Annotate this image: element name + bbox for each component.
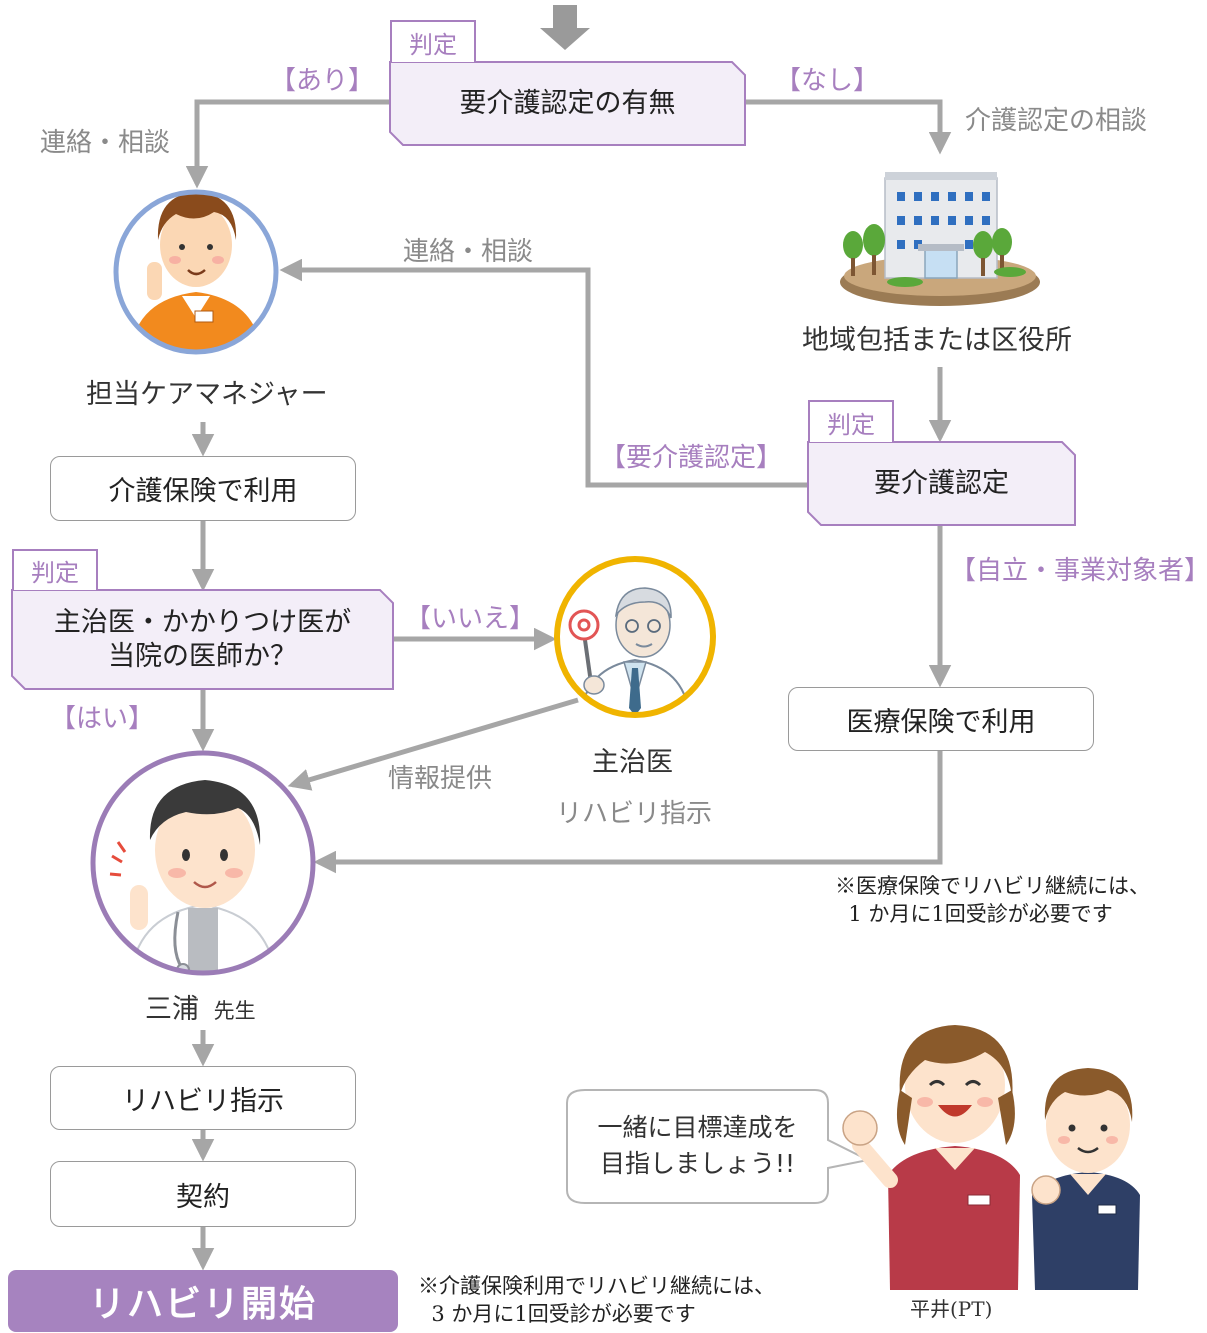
- rehab-start-box: リハビリ開始: [8, 1270, 398, 1332]
- care-insurance-note: ※介護保険利用でリハビリ継続には、 3 か月に1回受診が必要です: [418, 1274, 775, 1327]
- attending-doctor-portrait: [554, 556, 716, 718]
- hirai-label: 平井(PT): [910, 1297, 993, 1321]
- speech-bubble-shape: [566, 1089, 872, 1204]
- branch-label-no: 【いいえ】: [405, 604, 536, 634]
- arrow-cert-to-care-manager: [279, 258, 808, 488]
- attending-doctor-sublabel: リハビリ指示: [556, 799, 713, 829]
- office-building-illustration: [840, 172, 1040, 306]
- decision-care-cert-check: 要介護認定の有無: [459, 87, 676, 119]
- miura-title: 先生: [213, 999, 256, 1023]
- flow-label-cert-consult: 介護認定の相談: [965, 106, 1148, 136]
- miura-doctor-portrait: [90, 750, 316, 976]
- judgment-tag-cert: 判定: [808, 400, 894, 442]
- branch-label-yes-cert: 【あり】: [270, 66, 375, 96]
- use-medical-insurance-box: 医療保険で利用: [788, 687, 1094, 751]
- speech-bubble-text: 一緒に目標達成を 目指しましょう!!: [597, 1113, 798, 1179]
- miura-name: 三浦: [145, 994, 199, 1025]
- staff-illustration: [842, 1025, 1140, 1290]
- connectors: [185, 99, 952, 1271]
- flow-label-info: 情報提供: [388, 764, 493, 794]
- decision-care-cert: 要介護認定: [874, 467, 1009, 499]
- arrow-doctor-to-miura: [287, 697, 579, 791]
- medical-insurance-note: ※医療保険でリハビリ継続には、 1 か月に1回受診が必要です: [835, 874, 1150, 927]
- contract-box: 契約: [50, 1161, 356, 1227]
- branch-label-yes: 【はい】: [50, 704, 155, 734]
- decision-attending-doctor: 主治医・かかりつけ医が 当院の医師か？: [53, 606, 352, 672]
- flow-label-contact-mid: 連絡・相談: [403, 237, 534, 267]
- use-care-insurance-box: 介護保険で利用: [50, 456, 356, 521]
- entry-arrow: [540, 5, 590, 50]
- attending-doctor-label: 主治医: [592, 747, 673, 778]
- care-manager-label: 担当ケアマネジャー: [86, 379, 328, 410]
- decision-shape-doctor: [11, 589, 394, 690]
- judgment-tag-doctor: 判定: [12, 549, 98, 590]
- arrow-to-care-manager: [185, 99, 390, 189]
- rehab-instruction-box: リハビリ指示: [50, 1066, 356, 1130]
- branch-label-no-cert: 【なし】: [775, 66, 880, 96]
- decision-shape-cert-check: [389, 61, 746, 146]
- decision-shape-cert: [807, 441, 1076, 526]
- branch-label-requires-care: 【要介護認定】: [600, 443, 783, 473]
- arrow-medical-to-miura: [313, 751, 943, 874]
- care-manager-portrait: [113, 189, 279, 355]
- arrow-to-regional-office: [745, 99, 952, 155]
- judgment-tag-cert-check: 判定: [390, 20, 476, 62]
- regional-office-label: 地域包括または区役所: [802, 325, 1072, 356]
- miura-name-label: 三浦 先生: [145, 987, 256, 1026]
- branch-label-independent: 【自立・事業対象者】: [950, 556, 1207, 586]
- flow-label-contact-left: 連絡・相談: [40, 128, 171, 158]
